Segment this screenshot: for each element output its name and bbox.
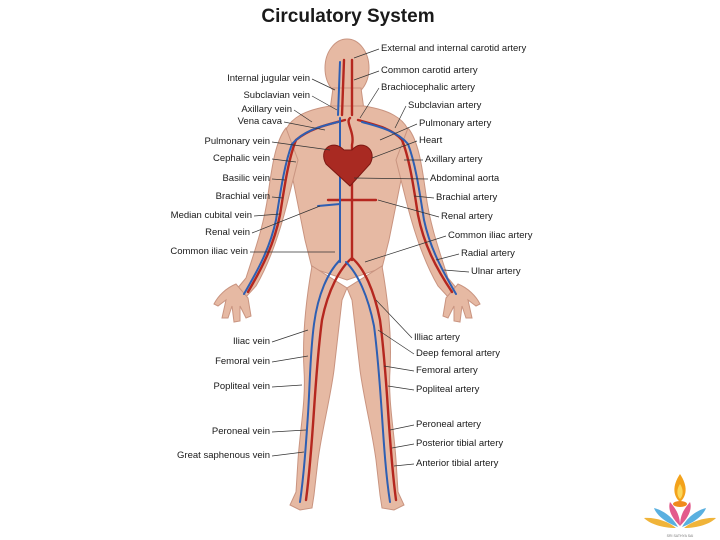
leader-line [251,205,321,234]
leader-line [353,48,380,59]
label-peroneal-artery: Peroneal artery [416,419,481,430]
label-pulmonary-vein: Pulmonary vein [204,136,270,147]
leader-line [283,121,326,131]
leader-lines [250,48,470,467]
leader-line [371,140,418,159]
leader-line [271,141,331,151]
label-deep-femoral-artery: Deep femoral artery [416,348,500,359]
label-median-cubital-vein: Median cubital vein [170,210,252,221]
label-femoral-artery: Femoral artery [416,365,478,376]
label-anterior-tibial-artery: Anterior tibial artery [416,458,499,469]
leader-line [375,299,413,339]
label-common-iliac-artery: Common iliac artery [448,230,533,241]
label-common-carotid-artery: Common carotid artery [381,65,478,76]
leader-line [391,443,415,449]
label-carotid-artery: External and internal carotid artery [381,43,527,54]
label-brachial-artery: Brachial artery [436,192,498,203]
leader-line [394,105,407,129]
label-iliac-vein: Iliac vein [233,336,270,347]
label-axillary-artery: Axillary artery [425,154,483,165]
leader-line [271,355,309,363]
logo-text: SRI SATHYA SAI [667,534,694,538]
label-heart: Heart [419,135,443,146]
leader-line [435,253,460,261]
leader-line [389,424,415,431]
label-illiac-artery: Illiac artery [414,332,460,343]
diagram-title: Circulatory System [261,6,435,27]
label-internal-jugular-vein: Internal jugular vein [227,73,310,84]
label-femoral-vein: Femoral vein [215,356,270,367]
label-renal-vein: Renal vein [205,227,250,238]
leader-line [377,199,440,218]
leader-line [353,70,380,81]
leader-line [293,109,313,123]
label-renal-artery: Renal artery [441,211,493,222]
leader-line [383,365,415,372]
label-brachiocephalic-artery: Brachiocephalic artery [381,82,475,93]
leader-line [311,78,336,91]
leader-line [253,213,281,217]
label-posterior-tibial-artery: Posterior tibial artery [416,438,504,449]
label-common-iliac-vein: Common iliac vein [170,246,248,257]
label-subclavian-vein: Subclavian vein [243,90,310,101]
label-peroneal-vein: Peroneal vein [211,426,270,437]
label-pulmonary-artery: Pulmonary artery [419,118,492,129]
leader-line [379,123,418,141]
leader-line [443,269,470,273]
label-brachial-vein: Brachial vein [215,191,270,202]
lotus-flame-logo: SRI SATHYA SAI [644,474,716,538]
label-subclavian-artery: Subclavian artery [408,100,482,111]
leader-line [387,385,415,391]
leader-line [353,177,429,180]
label-radial-artery: Radial artery [461,248,515,259]
heart [323,144,373,187]
label-abdominal-aorta: Abdominal aorta [430,173,500,184]
veins [243,61,457,503]
label-vena-cava: Vena cava [237,116,282,127]
leader-line [359,87,380,119]
label-popliteal-vein: Popliteal vein [213,381,270,392]
leader-line [364,235,447,263]
leader-line [413,195,435,199]
leader-line [271,178,286,181]
leader-line [271,329,309,343]
label-popliteal-artery: Popliteal artery [416,384,480,395]
label-cephalic-vein: Cephalic vein [212,153,270,164]
label-ulnar-artery: Ulnar artery [471,266,521,277]
leader-line [271,451,305,457]
leader-line [311,95,338,111]
leader-line [271,429,307,433]
leader-line [271,158,297,163]
label-great-saphenous-vein: Great saphenous vein [177,450,270,461]
label-basilic-vein: Basilic vein [222,173,270,184]
leader-line [393,463,415,467]
leader-line [271,196,284,199]
leader-line [377,329,415,355]
label-axillary-vein: Axillary vein [241,104,292,115]
leader-line [271,384,303,388]
